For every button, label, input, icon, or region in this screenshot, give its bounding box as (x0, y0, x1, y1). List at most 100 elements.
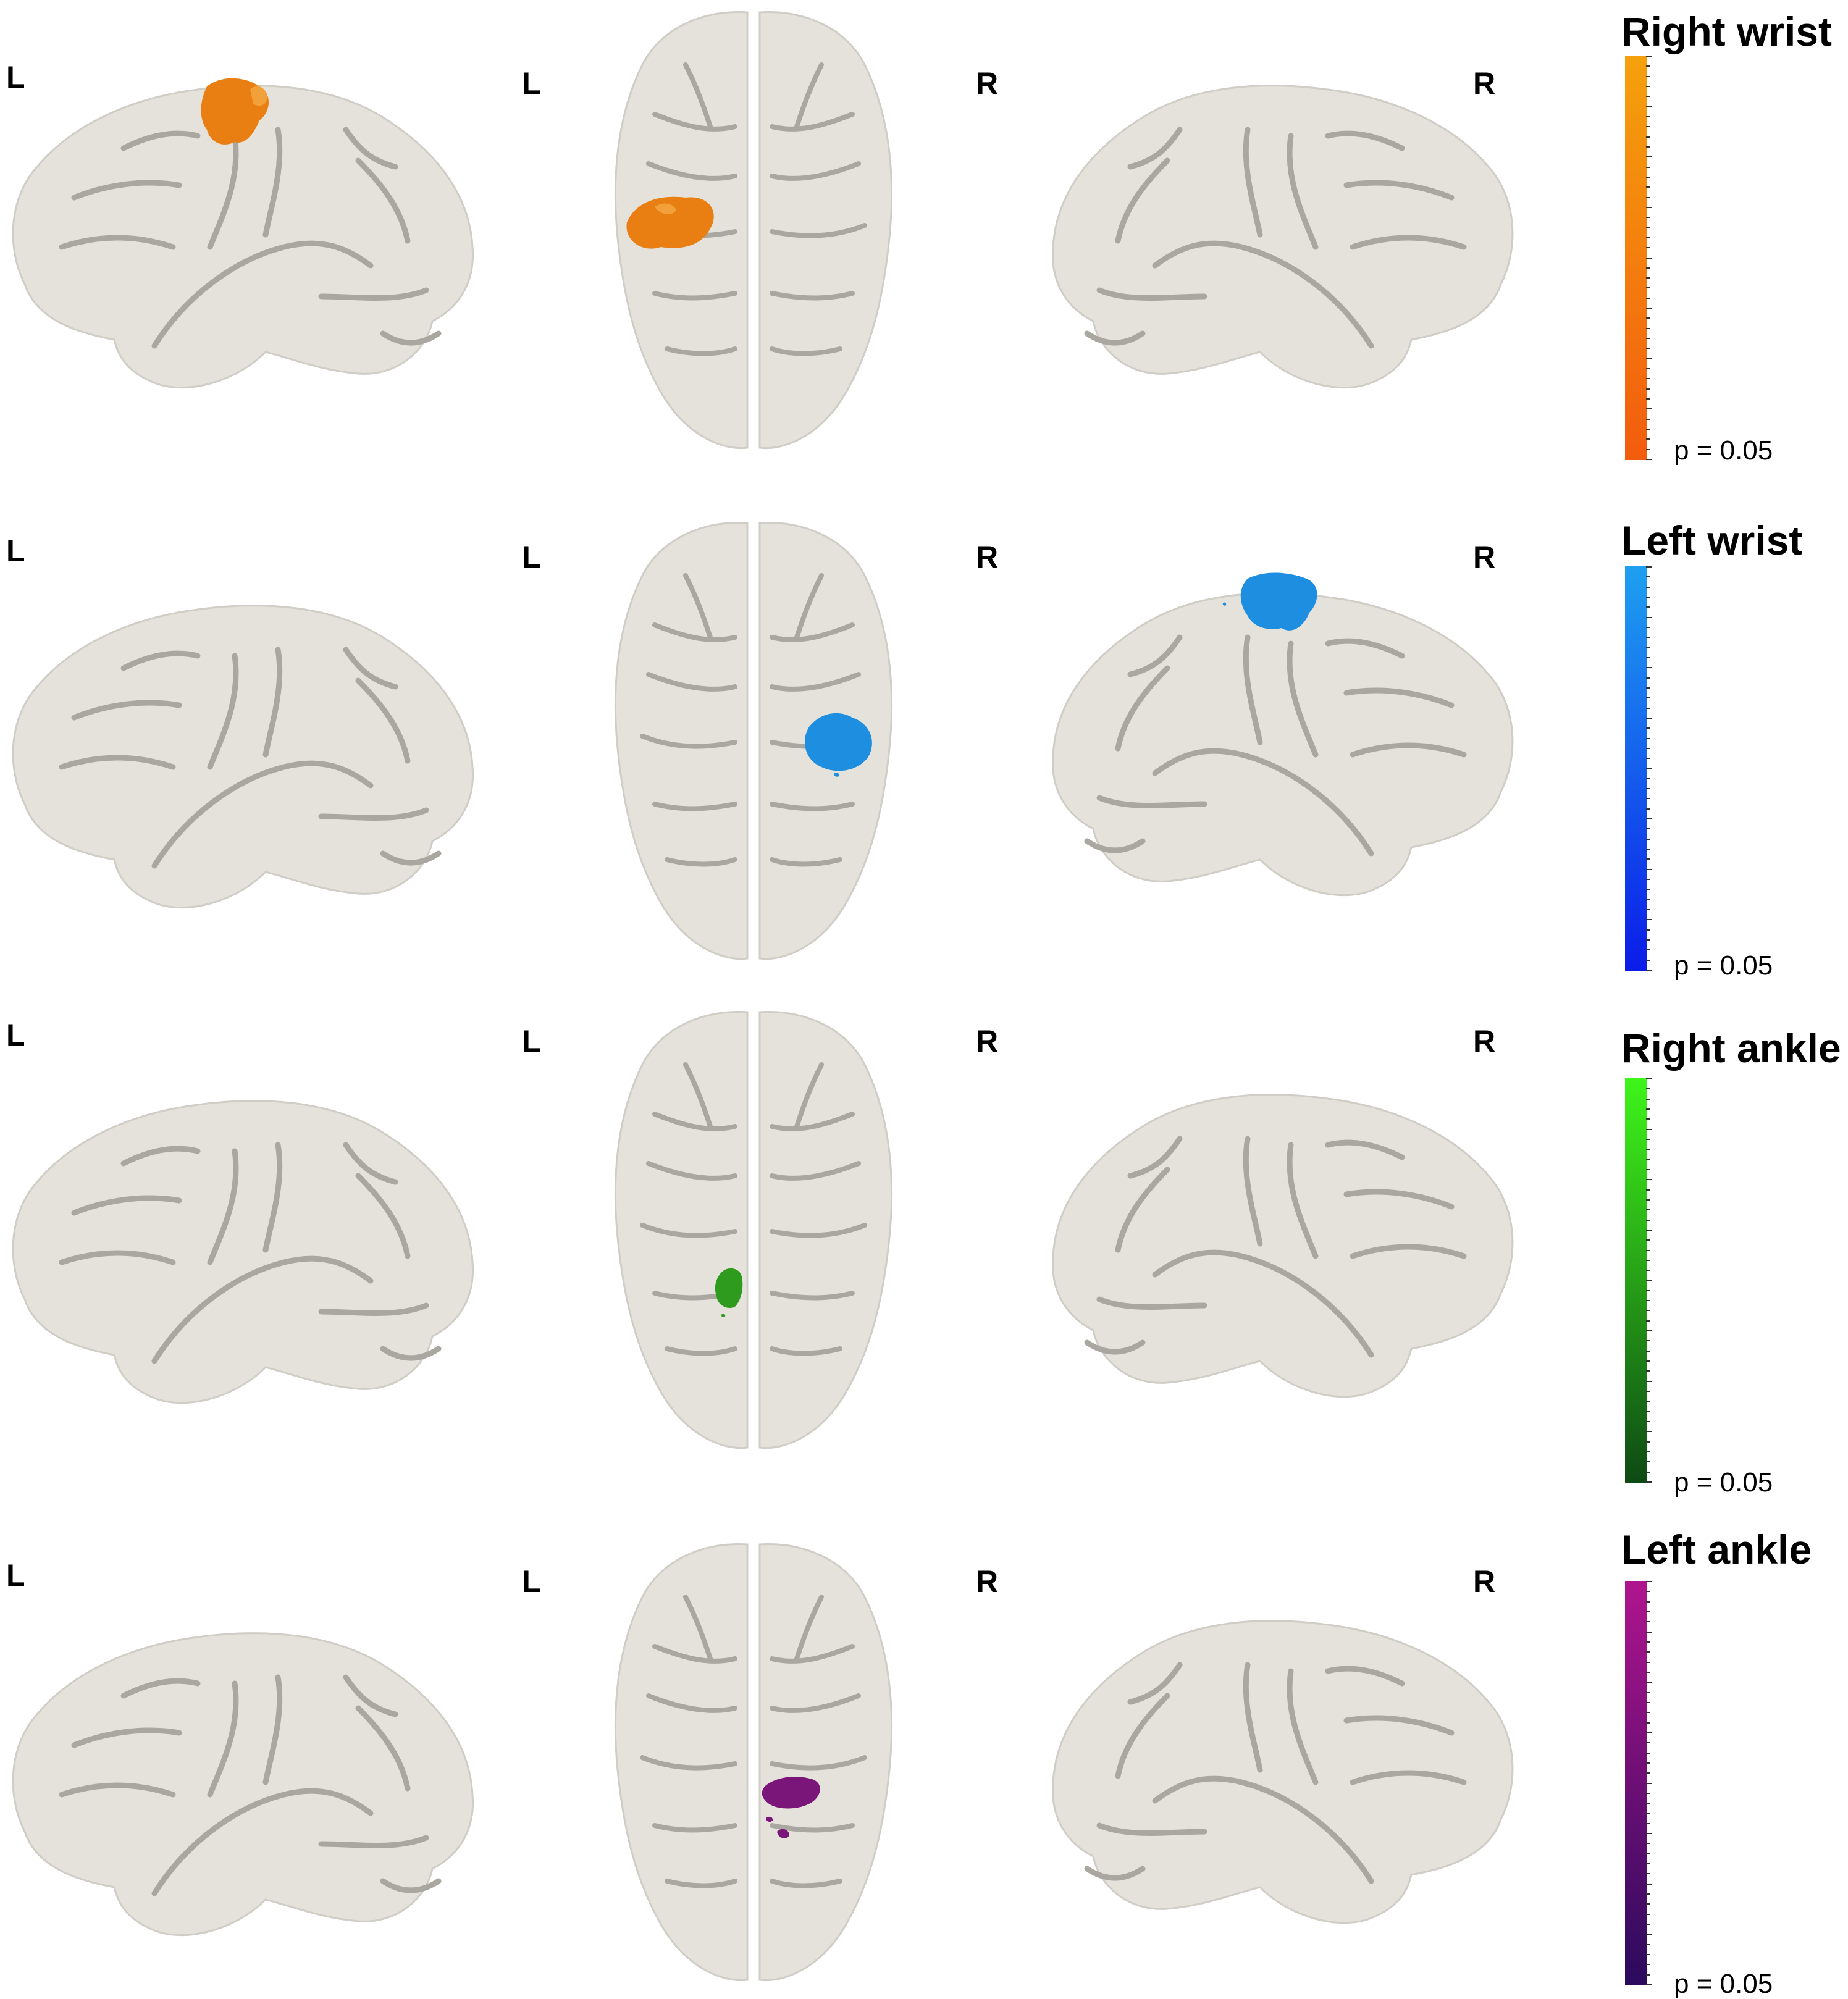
label-superior-L: L (522, 1024, 541, 1058)
colorbar-tick (1646, 748, 1650, 749)
colorbar-tick (1646, 56, 1652, 57)
colorbar-tick (1646, 1461, 1650, 1462)
colorbar-tick (1646, 1692, 1650, 1693)
colorbar-tick (1646, 727, 1650, 729)
colorbar-tick (1646, 197, 1650, 198)
colorbar-tick (1646, 869, 1652, 870)
colorbar-tick (1646, 1611, 1650, 1612)
colorbar-tick (1646, 798, 1650, 799)
colorbar-tick (1646, 1260, 1650, 1261)
brain-superior-view (614, 521, 893, 960)
colorbar-tick (1646, 146, 1650, 148)
colorbar-tick (1646, 970, 1652, 971)
colorbar-ticks (1646, 56, 1652, 460)
colorbar-tick (1646, 429, 1650, 430)
colorbar-tick (1646, 1451, 1650, 1452)
colorbar-tick (1646, 1340, 1650, 1341)
colorbar-tick (1646, 398, 1650, 400)
colorbar-tick (1646, 1239, 1650, 1241)
label-superior-R: R (976, 540, 999, 574)
colorbar-tick (1646, 576, 1650, 577)
row-right-wrist: L L R R (0, 0, 1848, 494)
colorbar-tick (1646, 778, 1650, 779)
colorbar-tick (1646, 1209, 1650, 1210)
colorbar-tick (1646, 687, 1650, 689)
activation-cluster (762, 1777, 820, 1809)
colorbar-tick (1646, 1220, 1650, 1221)
colorbar-tick (1646, 1651, 1650, 1653)
colorbar-threshold-label: p = 0.05 (1674, 1969, 1773, 1999)
colorbar-tick (1646, 637, 1650, 638)
colorbar-tick (1646, 1149, 1650, 1150)
colorbar-tick (1646, 606, 1650, 608)
colorbar-tick (1646, 1481, 1652, 1483)
colorbar-tick (1646, 1290, 1650, 1291)
colorbar-tick (1646, 1662, 1650, 1663)
colorbar-tick (1646, 106, 1652, 107)
label-superior-R: R (976, 1564, 999, 1599)
colorbar (1625, 566, 1647, 971)
colorbar-tick (1646, 879, 1650, 880)
colorbar-tick (1646, 808, 1650, 810)
colorbar-tick (1646, 1813, 1650, 1814)
row-left-ankle: L L R R (0, 1504, 1848, 1998)
colorbar-tick (1646, 627, 1650, 628)
brain-left-lateral-view (12, 1100, 474, 1404)
colorbar-tick (1646, 136, 1650, 138)
colorbar-threshold-label: p = 0.05 (1674, 950, 1773, 981)
colorbar-tick (1646, 1411, 1650, 1412)
colorbar-tick (1646, 1984, 1652, 1985)
colorbar-tick (1646, 1320, 1650, 1322)
colorbar-tick (1646, 849, 1650, 850)
colorbar-tick (1646, 1581, 1652, 1582)
colorbar-tick (1646, 348, 1650, 349)
colorbar-tick (1646, 1310, 1650, 1311)
colorbar-tick (1646, 1169, 1650, 1170)
colorbar-tick (1646, 1421, 1650, 1422)
colorbar-tick (1646, 1772, 1650, 1774)
colorbar-tick (1646, 207, 1652, 208)
colorbar-tick (1646, 1964, 1650, 1965)
colorbar-tick (1646, 1351, 1650, 1352)
colorbar (1625, 56, 1647, 460)
colorbar-tick (1646, 65, 1650, 67)
colorbar-tick (1646, 1793, 1650, 1794)
colorbar-tick (1646, 566, 1652, 568)
colorbar-tick (1646, 1159, 1650, 1160)
brain-right-lateral-view (1051, 1094, 1514, 1398)
colorbar-tick (1646, 1632, 1652, 1633)
colorbar-tick (1646, 768, 1652, 769)
colorbar-tick (1646, 1893, 1650, 1895)
colorbar-tick (1646, 1601, 1650, 1603)
colorbar-threshold-label: p = 0.05 (1674, 1467, 1773, 1498)
colorbar-tick (1646, 126, 1650, 127)
colorbar-tick (1646, 949, 1650, 950)
colorbar-tick (1646, 697, 1650, 698)
colorbar-tick (1646, 1934, 1652, 1935)
brain-left-lateral-view (12, 1632, 474, 1937)
brain-superior-view (614, 1543, 893, 1982)
colorbar-tick (1646, 1360, 1650, 1362)
colorbar-tick (1646, 1431, 1652, 1432)
colorbar-tick (1646, 1230, 1652, 1231)
colorbar-tick (1646, 186, 1650, 188)
brain-left-lateral-view (12, 605, 474, 909)
colorbar-tick (1646, 1129, 1652, 1130)
colorbar-threshold-label: p = 0.05 (1674, 435, 1773, 466)
colorbar-tick (1646, 1863, 1650, 1864)
colorbar-tick (1646, 1753, 1650, 1754)
colorbar-tick (1646, 1441, 1650, 1443)
colorbar-tick (1646, 1179, 1652, 1180)
colorbar-tick (1646, 1370, 1650, 1372)
colorbar-tick (1646, 227, 1650, 228)
brain-superior-view (614, 1010, 893, 1449)
brain-superior-view (614, 10, 893, 450)
colorbar-tick (1646, 1391, 1650, 1392)
label-left-lateral-L: L (6, 534, 25, 568)
colorbar-tick (1646, 1853, 1650, 1854)
colorbar-tick (1646, 1823, 1650, 1824)
colorbar-ticks (1646, 1078, 1652, 1483)
colorbar-tick (1646, 96, 1650, 97)
brain-left-lateral-view (12, 78, 474, 389)
colorbar-tick (1646, 1974, 1650, 1976)
